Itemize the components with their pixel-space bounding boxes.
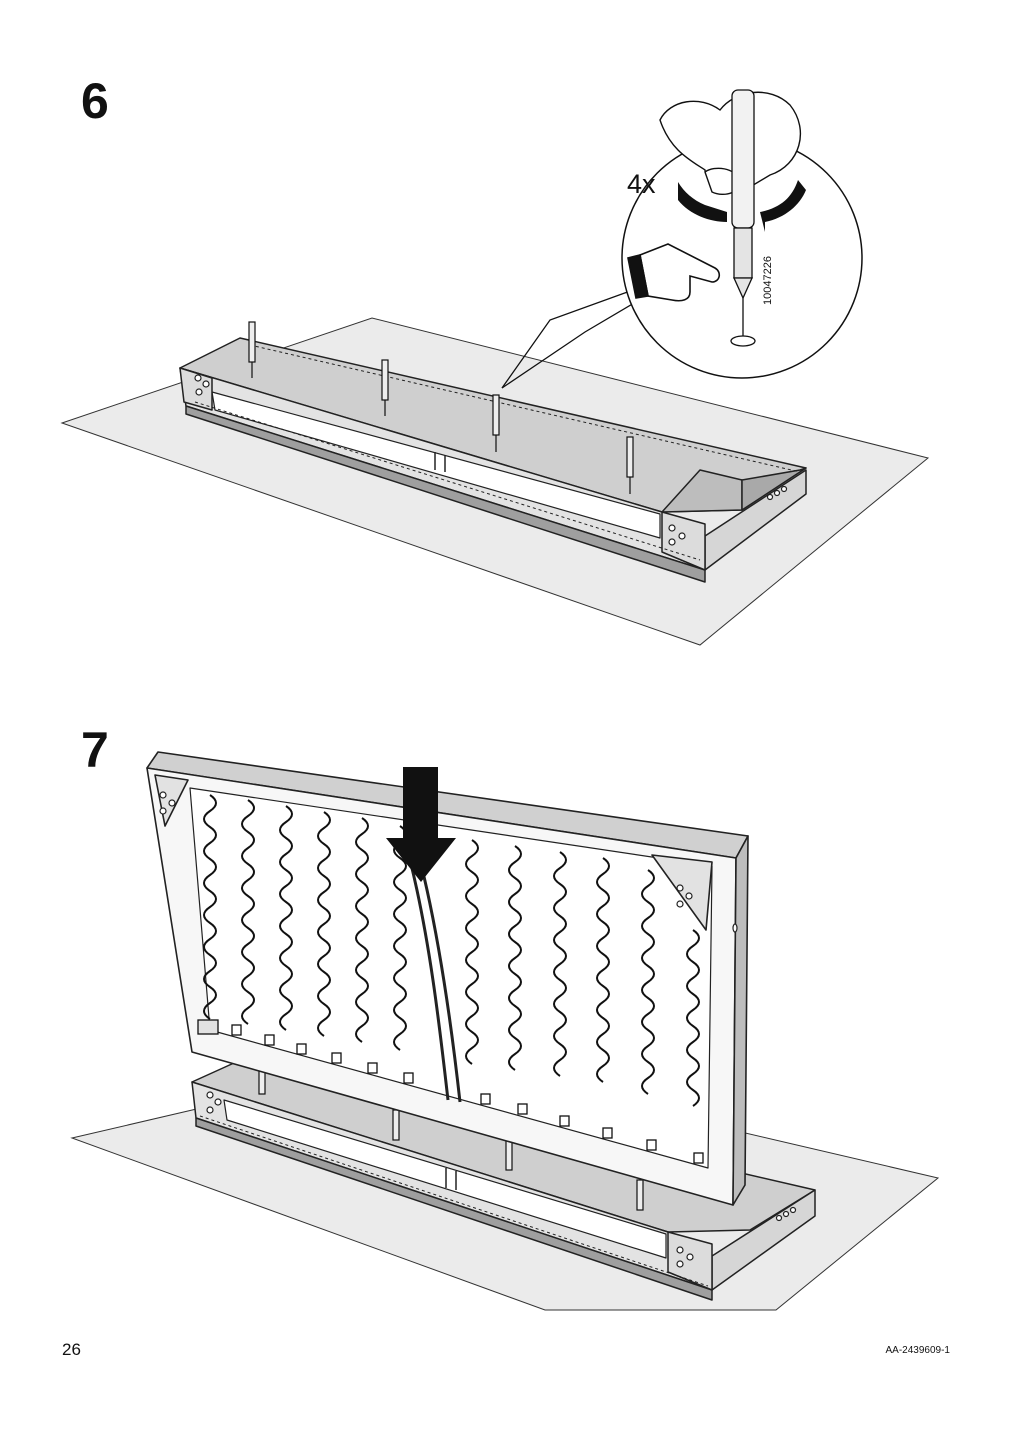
callout-pointer <box>501 289 634 389</box>
quantity-label: 4x <box>627 169 656 199</box>
document-code: AA-2439609-1 <box>885 1345 951 1356</box>
corner-bracket-holes <box>159 791 738 933</box>
spring <box>465 839 479 1065</box>
spring-frame <box>146 751 749 1206</box>
dowel-group <box>248 321 634 494</box>
seat-base-frame <box>191 1057 816 1301</box>
end-bracket-holes <box>206 1091 797 1268</box>
dowel <box>636 1179 644 1211</box>
spring <box>553 851 567 1077</box>
spring <box>317 811 331 1037</box>
pointing-hand-icon <box>627 243 721 302</box>
callout-pointer <box>501 295 647 389</box>
corner-block <box>197 1019 219 1035</box>
spring <box>393 825 407 1051</box>
spring <box>203 794 217 1020</box>
dowel <box>392 1109 400 1141</box>
dowel <box>626 436 634 494</box>
page-number: 26 <box>62 1340 81 1359</box>
dowel <box>492 394 500 452</box>
spring-clips <box>231 1024 704 1164</box>
spring <box>279 805 293 1031</box>
dowel <box>505 1139 513 1171</box>
hand-icon <box>659 91 802 196</box>
spring <box>355 817 369 1043</box>
part-number-label: 10047226 <box>762 256 774 305</box>
spring-rows <box>203 794 700 1107</box>
rotate-arrow-right-icon <box>760 180 806 232</box>
step-6-number: 6 <box>81 73 109 129</box>
spring <box>508 845 522 1071</box>
step-7-illustration <box>70 751 940 1311</box>
dowel <box>381 359 389 416</box>
step-7-number: 7 <box>81 722 109 778</box>
dowel-detail <box>730 89 756 347</box>
spring <box>641 869 655 1095</box>
spring <box>596 857 610 1083</box>
rotate-arrow-left-icon <box>678 182 727 222</box>
down-arrow-icon <box>386 767 456 882</box>
seat-base-frame <box>179 337 807 583</box>
end-bracket-holes <box>194 374 788 546</box>
spring <box>241 799 255 1025</box>
step-6-illustration: 4x 10047226 <box>60 89 930 646</box>
spring <box>686 929 700 1107</box>
dowel <box>248 321 256 378</box>
